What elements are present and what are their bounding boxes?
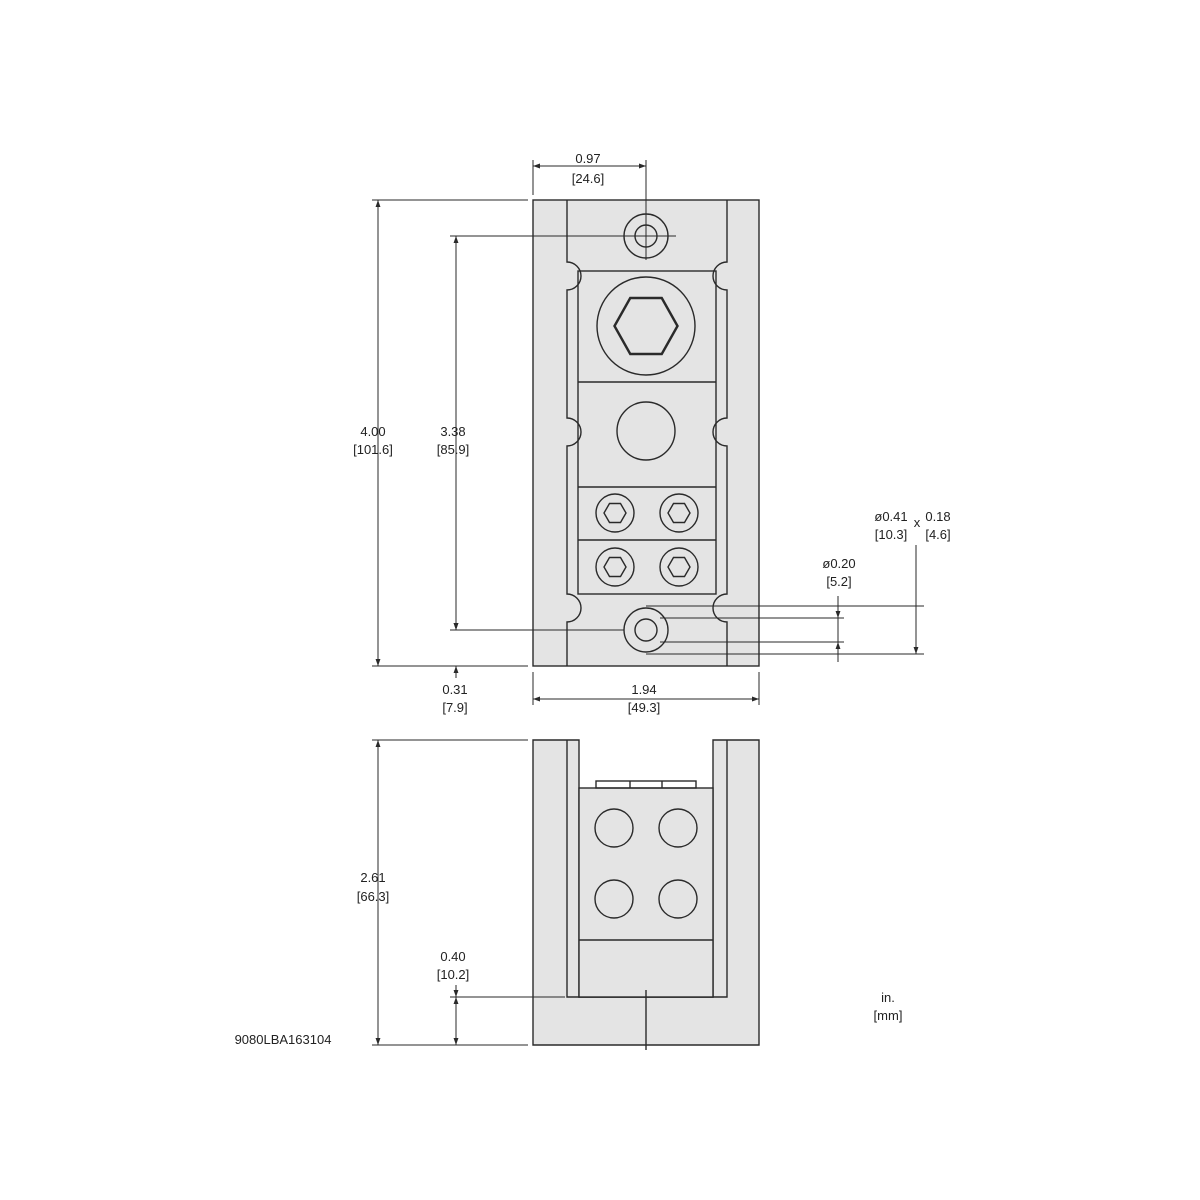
side-height-in: 2.61 <box>360 870 385 885</box>
wire-port <box>658 879 698 919</box>
hole-diameter-mm: [5.2] <box>826 574 851 589</box>
overall-height-mm: [101.6] <box>353 442 393 457</box>
base-thickness-mm: [10.2] <box>437 967 470 982</box>
wire-hole <box>616 401 676 461</box>
hole-spacing-in: 3.38 <box>440 424 465 439</box>
counterbore-dia-in: ø0.41 <box>874 509 907 524</box>
dim-hole-spacing <box>450 235 624 678</box>
block-cap <box>595 780 697 789</box>
units-primary: in. <box>881 990 895 1005</box>
overall-width-in: 1.94 <box>631 682 656 697</box>
hex-screw-circle <box>596 276 696 376</box>
hole-spacing-mm: [85.9] <box>437 442 470 457</box>
wire-port <box>594 808 634 848</box>
hole-offset-in: 0.31 <box>442 682 467 697</box>
hole-offset-mm: [7.9] <box>442 700 467 715</box>
counterbore-dia-mm: [10.3] <box>875 527 908 542</box>
set-screw-icon <box>667 556 691 578</box>
hex-head-icon <box>613 296 679 356</box>
dim-top-width <box>532 160 676 260</box>
dim-side-height <box>372 739 528 1046</box>
hole-diameter-in: ø0.20 <box>822 556 855 571</box>
side-height-mm: [66.3] <box>357 889 390 904</box>
dim-overall-width <box>532 672 760 705</box>
overall-height-in: 4.00 <box>360 424 385 439</box>
connector-block <box>578 787 714 998</box>
top-view <box>532 199 760 667</box>
set-screws <box>595 493 699 587</box>
left-rail <box>566 200 582 666</box>
counterbore-depth-mm: [4.6] <box>925 527 950 542</box>
top-width-in: 0.97 <box>575 151 600 166</box>
overall-width-mm: [49.3] <box>628 700 661 715</box>
top-view-body <box>532 199 760 667</box>
counterbore-sep: x <box>914 515 921 530</box>
dim-hole-callouts <box>646 545 924 662</box>
wire-port <box>594 879 634 919</box>
wire-port <box>658 808 698 848</box>
set-screw-icon <box>667 502 691 524</box>
right-rail <box>712 200 728 666</box>
set-screw-icon <box>603 556 627 578</box>
dim-overall-height <box>372 199 528 667</box>
dim-base-thickness <box>450 985 565 1045</box>
front-view <box>532 739 760 1050</box>
set-screw-icon <box>603 502 627 524</box>
top-width-mm: [24.6] <box>572 171 605 186</box>
base-thickness-in: 0.40 <box>440 949 465 964</box>
center-lug <box>577 270 717 595</box>
part-number: 9080LBA163104 <box>235 1032 332 1047</box>
units-secondary: [mm] <box>874 1008 903 1023</box>
counterbore-depth-in: 0.18 <box>925 509 950 524</box>
